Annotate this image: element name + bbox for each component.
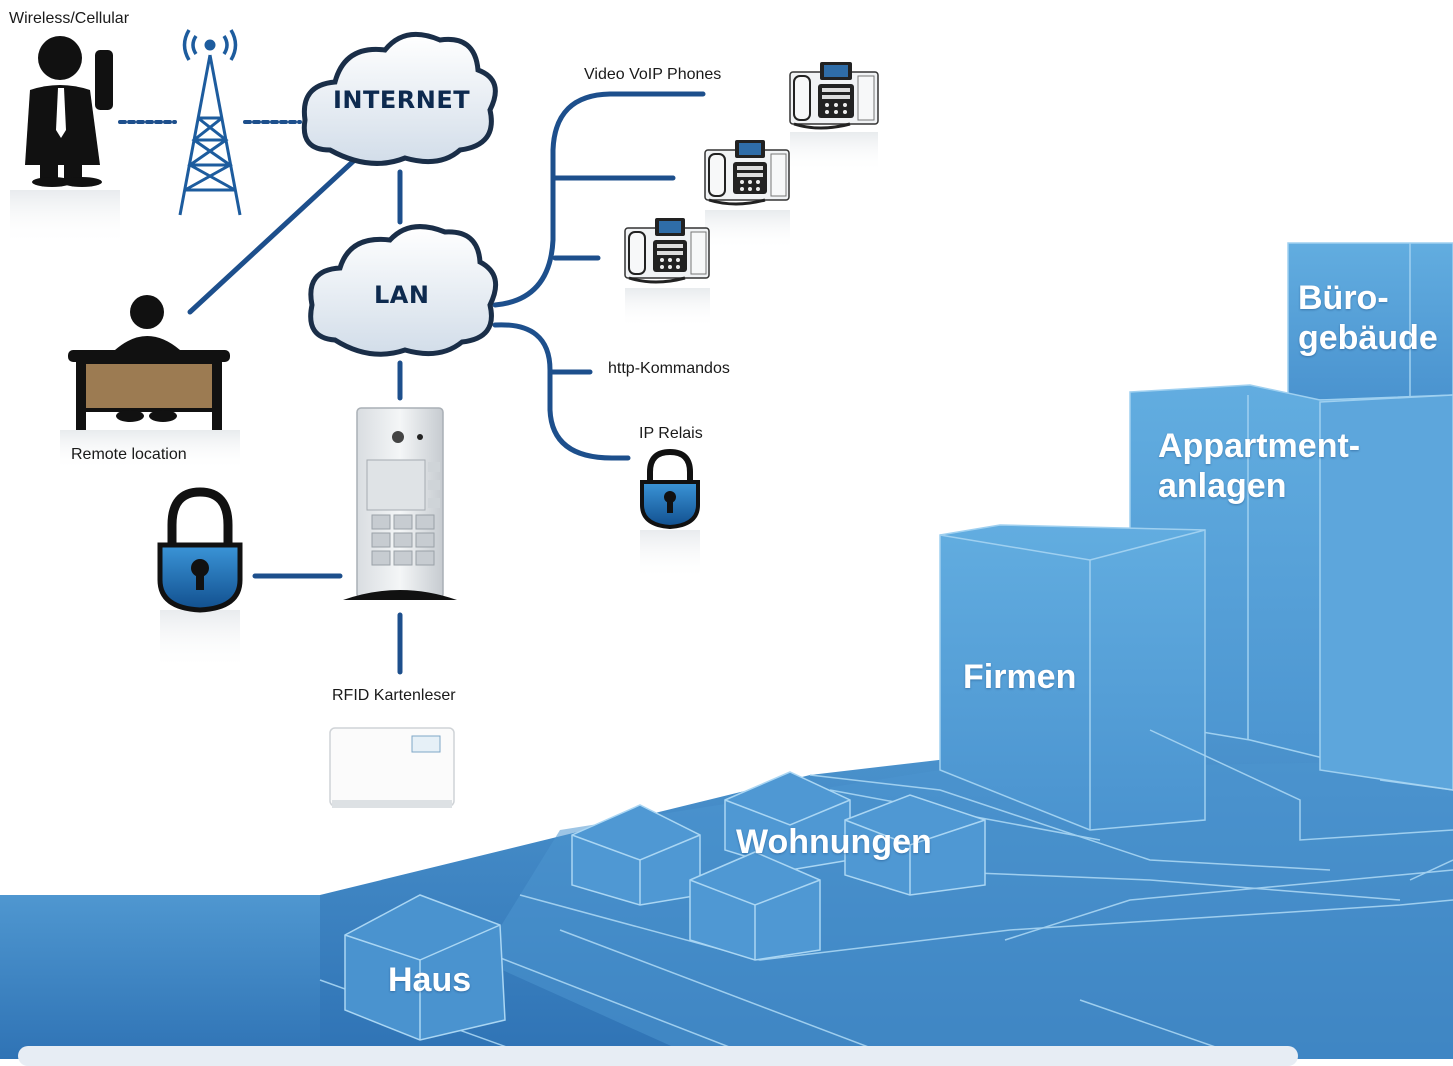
rfid-card-icon <box>329 727 455 808</box>
video-phones-label: Video VoIP Phones <box>584 66 722 83</box>
appartment-line-1: Appartment- <box>1158 427 1361 465</box>
network-links <box>118 91 706 675</box>
ip-relay-lock-icon <box>640 448 700 580</box>
lan-label: LAN <box>374 281 430 309</box>
http-commands-label: http-Kommandos <box>608 360 730 377</box>
voip-phone-icon <box>624 62 879 328</box>
internet-cloud <box>301 31 498 166</box>
door-lock-icon <box>157 487 243 670</box>
city-illustration <box>0 242 1453 1059</box>
door-intercom-icon <box>343 407 457 600</box>
remote-location-icon <box>60 295 240 470</box>
remote-location-label: Remote location <box>71 446 187 463</box>
lan-cloud <box>308 224 499 357</box>
mobile-user-icon <box>10 36 120 245</box>
buero-line-2: gebäude <box>1298 319 1438 357</box>
building-label-buero: Büro- gebäude <box>1298 278 1438 358</box>
internet-label: INTERNET <box>333 86 471 114</box>
building-label-haus: Haus <box>388 961 472 999</box>
buero-line-1: Büro- <box>1298 279 1389 317</box>
building-label-firmen: Firmen <box>963 658 1077 696</box>
footer-bar <box>18 1046 1298 1066</box>
rfid-reader-label: RFID Kartenleser <box>332 687 456 704</box>
cell-tower-icon <box>178 29 242 216</box>
appartment-line-2: anlagen <box>1158 467 1287 505</box>
building-label-wohnungen: Wohnungen <box>736 823 932 861</box>
ip-relay-label: IP Relais <box>639 425 703 442</box>
building-label-appartment: Appartment- anlagen <box>1158 426 1360 506</box>
wireless-label: Wireless/Cellular <box>9 10 130 27</box>
